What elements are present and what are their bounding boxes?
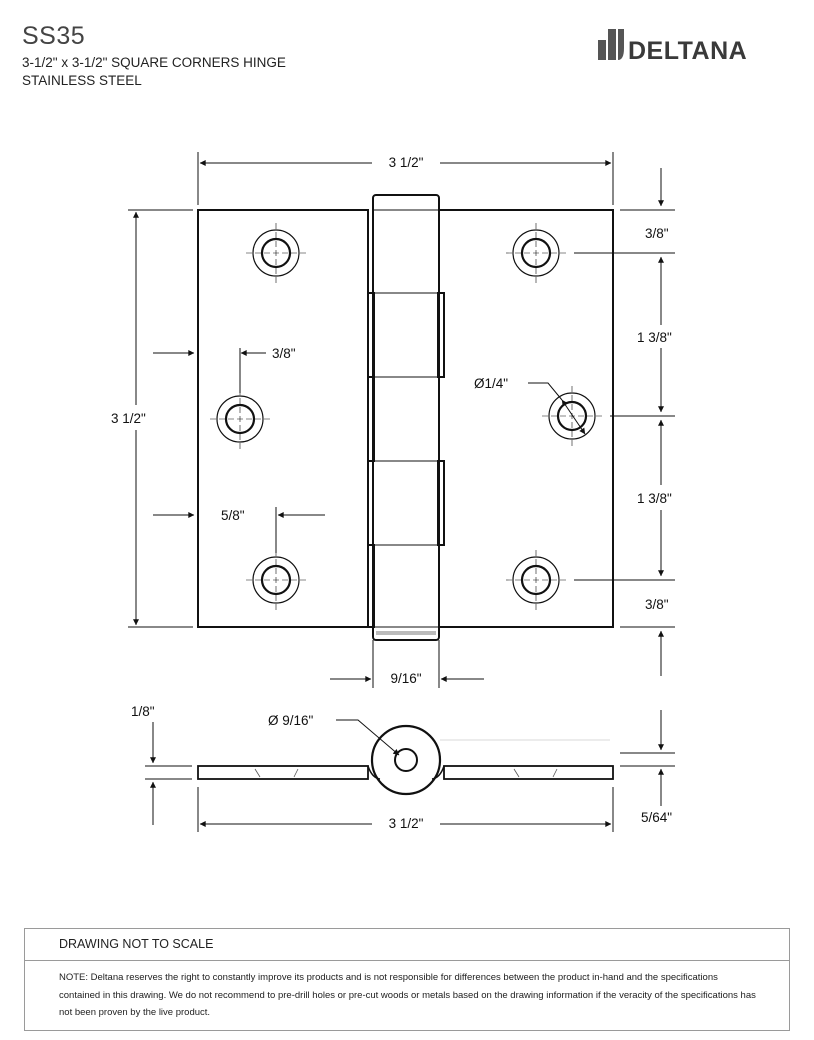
dim-top-margin: 3/8" [645, 226, 669, 241]
dim-inner-offset-lower: 5/8" [221, 508, 245, 523]
note-text: NOTE: Deltana reserves the right to cons… [59, 972, 756, 1018]
hinge-drawing: 3 1/2" 3/8" 1 3/8" 1 3/8" 3/8" 3 1/2" 3/… [111, 152, 675, 832]
side-dimension-lines [145, 710, 675, 832]
note-divider [25, 960, 789, 961]
dim-knuckle-width: 9/16" [390, 671, 421, 686]
deltana-logo: DELTANA [598, 26, 794, 66]
dim-hole-spacing-lower: 1 3/8" [637, 491, 672, 506]
knuckle-barrel [372, 194, 440, 641]
dim-pin-diameter: Ø 9/16" [268, 713, 314, 728]
hinge-side-view [197, 724, 614, 796]
note-title: DRAWING NOT TO SCALE [59, 937, 214, 951]
hinge-front-view [197, 194, 614, 641]
screw-hole [246, 550, 306, 610]
dim-top-width: 3 1/2" [389, 155, 424, 170]
dim-leaf-thickness: 1/8" [131, 704, 155, 719]
dim-bottom-width: 3 1/2" [389, 816, 424, 831]
screw-hole [506, 223, 566, 283]
dim-side-thickness: 5/64" [641, 810, 672, 825]
product-description: 3-1/2" x 3-1/2" SQUARE CORNERS HINGE [22, 55, 286, 70]
dim-hole-spacing-upper: 1 3/8" [637, 330, 672, 345]
logo-text: DELTANA [628, 37, 748, 65]
dimension-lines [128, 152, 675, 688]
note-box: DRAWING NOT TO SCALE NOTE: Deltana reser… [24, 928, 790, 1031]
screw-hole [246, 223, 306, 283]
dim-hole-diameter: Ø1/4" [474, 376, 508, 391]
dim-inner-offset-upper: 3/8" [272, 346, 296, 361]
dim-overall-height: 3 1/2" [111, 411, 146, 426]
dim-bottom-margin: 3/8" [645, 597, 669, 612]
deltana-logo-icon [598, 29, 624, 60]
product-material: STAINLESS STEEL [22, 73, 142, 88]
screw-holes [210, 223, 602, 610]
screw-hole [542, 386, 602, 446]
screw-hole [210, 389, 270, 449]
screw-hole [506, 550, 566, 610]
model-number: SS35 [22, 22, 86, 50]
left-leaf [197, 209, 369, 628]
dimension-labels: 3 1/2" 3/8" 1 3/8" 1 3/8" 3/8" 3 1/2" 3/… [111, 155, 672, 831]
right-leaf [438, 209, 614, 628]
